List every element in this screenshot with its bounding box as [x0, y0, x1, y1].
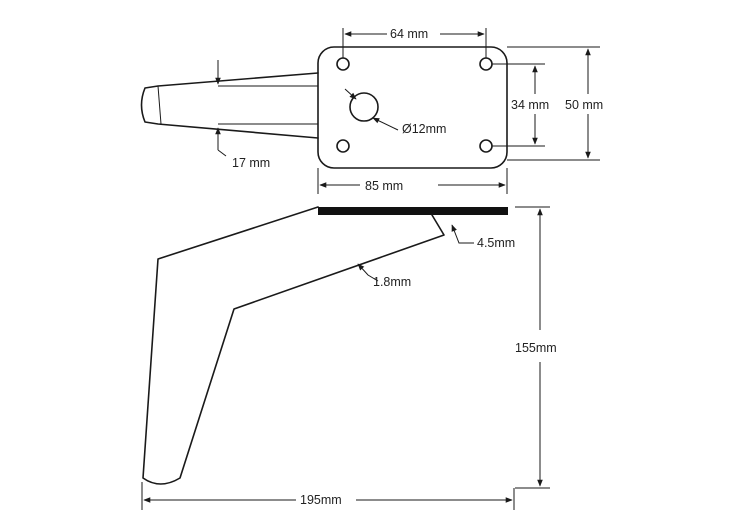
- screw-hole-top-left: [336, 57, 350, 71]
- center-hole: [349, 92, 379, 122]
- screw-hole-bottom-right: [479, 139, 493, 153]
- wall-thickness-label: 1.8mm: [373, 275, 411, 289]
- leg-tip-line: [157, 85, 162, 125]
- screw-hole-top-right: [479, 57, 493, 71]
- screw-hole-bottom-left: [336, 139, 350, 153]
- side-view: 4.5mm 1.8mm 155mm 195mm: [141, 206, 557, 510]
- mounting-plate-outline: [317, 46, 508, 169]
- diameter-arrow-out: [372, 117, 399, 131]
- thickness-leader: [217, 149, 227, 157]
- mounting-plate-side: [318, 207, 508, 215]
- thickness-label: 17 mm: [232, 156, 270, 170]
- total-length-label: 195mm: [300, 493, 342, 507]
- plate-width-label: 85 mm: [365, 179, 403, 193]
- hole-spacing-label: 64 mm: [390, 27, 428, 41]
- plate-thickness-leader: [451, 224, 474, 244]
- diameter-label: Ø12mm: [402, 122, 446, 136]
- leg-top-outline: [140, 72, 319, 139]
- plate-height-label: 50 mm: [565, 98, 603, 112]
- total-height-label: 155mm: [515, 341, 557, 355]
- vert-spacing-label: 34 mm: [511, 98, 549, 112]
- plate-thickness-label: 4.5mm: [477, 236, 515, 250]
- wall-thickness-leader: [357, 263, 379, 282]
- leg-side-outline: [142, 206, 445, 485]
- top-view: 17 mm 64 mm 34 mm 50 mm Ø12mm 85 mm: [140, 27, 603, 194]
- diameter-arrow-in: [344, 88, 357, 100]
